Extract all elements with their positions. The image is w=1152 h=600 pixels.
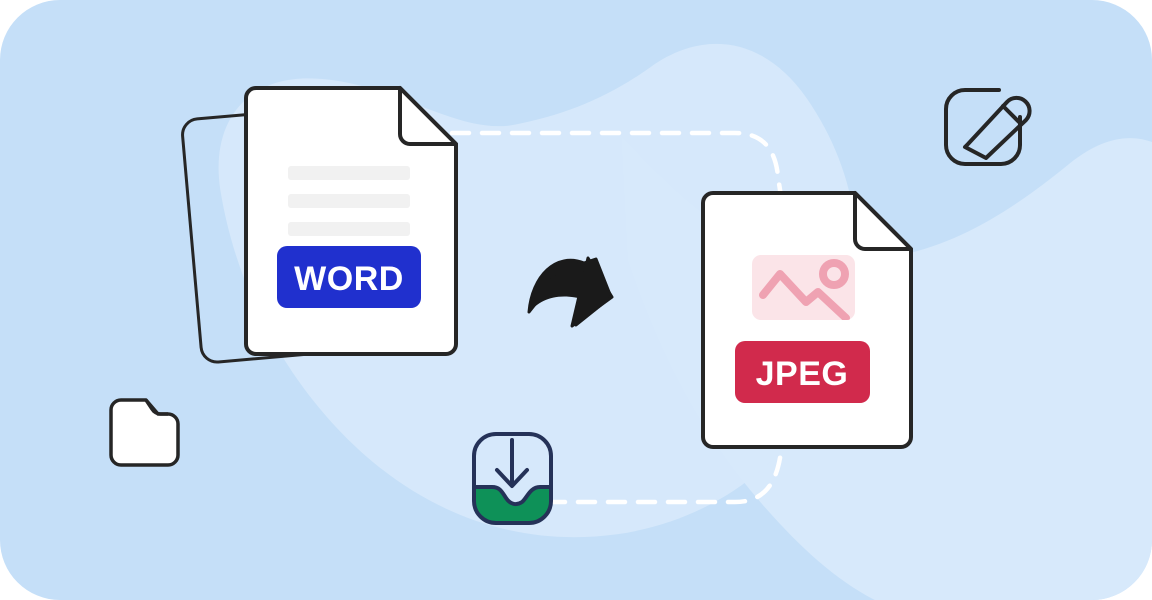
- jpeg-badge-label: JPEG: [756, 355, 849, 393]
- jpeg-format-badge[interactable]: JPEG: [735, 341, 870, 403]
- convert-arrow-icon: [527, 256, 614, 328]
- download-icon[interactable]: [468, 432, 560, 532]
- jpeg-document[interactable]: JPEG: [701, 191, 913, 449]
- word-format-badge[interactable]: WORD: [277, 246, 421, 308]
- image-placeholder-icon: [752, 255, 855, 320]
- word-placeholder-line: [288, 166, 410, 180]
- folder-icon[interactable]: [109, 398, 180, 467]
- word-placeholder-line: [288, 222, 410, 236]
- download-arrow: [495, 438, 529, 488]
- word-document[interactable]: WORD: [244, 86, 458, 356]
- download-outline: [472, 432, 553, 525]
- word-placeholder-line: [288, 194, 410, 208]
- jpeg-document-fold-corner: [853, 191, 913, 251]
- edit-pencil-icon[interactable]: [944, 88, 1032, 166]
- word-document-fold-corner: [398, 86, 458, 146]
- word-badge-label: WORD: [294, 260, 404, 298]
- download-tray-line: [472, 485, 553, 507]
